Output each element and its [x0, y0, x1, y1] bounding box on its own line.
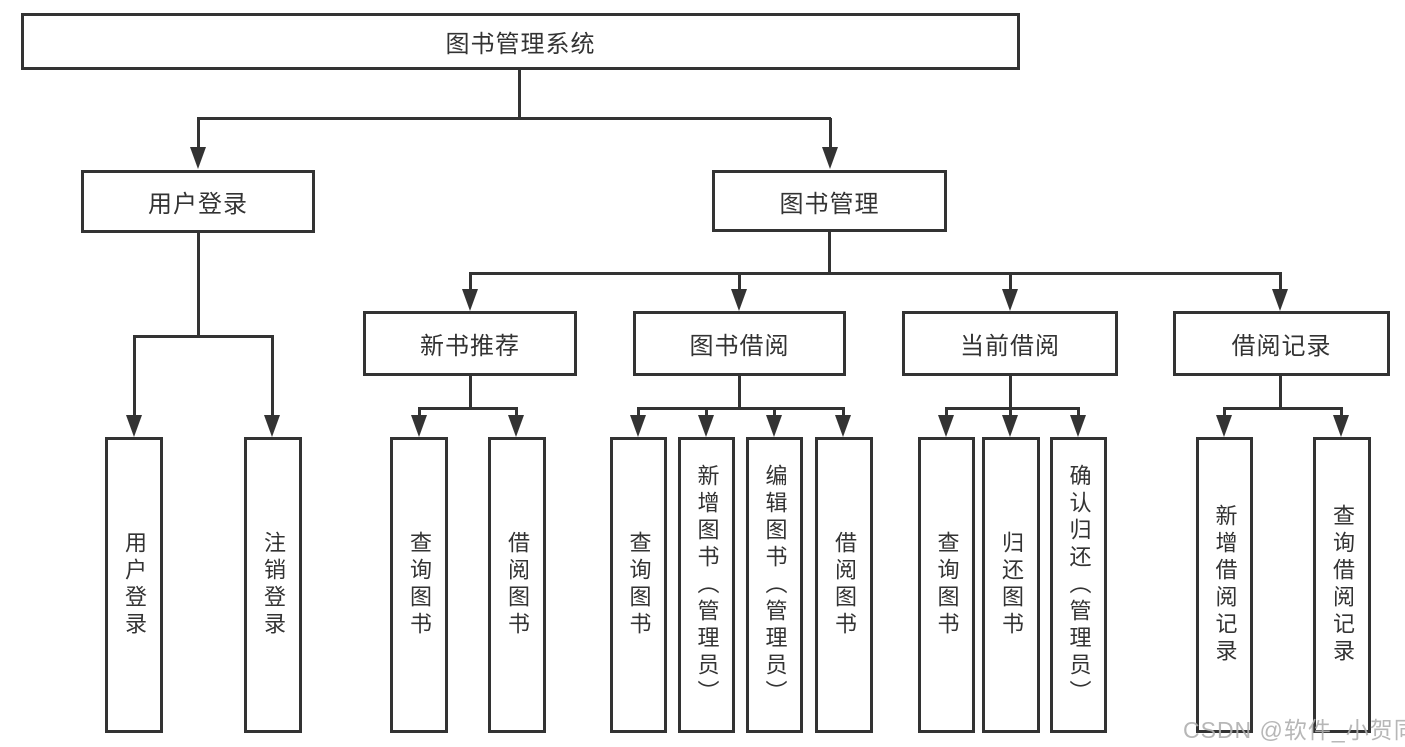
- node-label: 当前借阅: [960, 333, 1060, 360]
- connector-line: [637, 407, 640, 417]
- arrow-down-icon: [835, 415, 851, 437]
- leaf-borrow-books-recommend: 借阅图书: [488, 437, 546, 733]
- arrow-down-icon: [1333, 415, 1349, 437]
- connector-line: [705, 407, 708, 417]
- arrow-down-icon: [126, 415, 142, 437]
- connector-line: [1009, 376, 1012, 409]
- connector-line: [418, 407, 421, 417]
- node-label: 新书推荐: [420, 333, 520, 360]
- node-library-management-system: 图书管理系统: [21, 13, 1020, 70]
- connector-line: [1223, 407, 1342, 410]
- leaf-add-books-admin: 新增图书（管理员）: [678, 437, 735, 733]
- leaf-return-books: 归还图书: [982, 437, 1040, 733]
- connector-line: [197, 117, 831, 120]
- leaf-user-login: 用户登录: [105, 437, 163, 733]
- connector-line: [469, 272, 472, 291]
- node-user-login: 用户登录: [81, 170, 315, 233]
- leaf-query-borrow-record: 查询借阅记录: [1313, 437, 1371, 733]
- node-label: 图书管理: [779, 190, 880, 218]
- connector-line: [271, 335, 274, 417]
- arrow-down-icon: [1070, 415, 1086, 437]
- connector-line: [197, 118, 200, 149]
- leaf-label: 查询图书: [407, 531, 432, 639]
- node-book-management: 图书管理: [712, 170, 947, 232]
- arrow-down-icon: [766, 415, 782, 437]
- leaf-query-books-current: 查询图书: [918, 437, 975, 733]
- arrow-down-icon: [1272, 289, 1288, 311]
- leaf-label: 归还图书: [999, 531, 1024, 639]
- arrow-down-icon: [411, 415, 427, 437]
- connector-line: [945, 407, 1079, 410]
- connector-line: [738, 376, 741, 409]
- leaf-add-borrow-record: 新增借阅记录: [1196, 437, 1253, 733]
- connector-line: [1223, 407, 1226, 417]
- leaf-label: 借阅图书: [505, 531, 530, 639]
- leaf-label: 新增图书（管理员）: [694, 463, 720, 707]
- node-label: 借阅记录: [1231, 333, 1332, 360]
- connector-line: [197, 233, 200, 337]
- connector-line: [828, 232, 831, 274]
- leaf-label: 借阅图书: [832, 531, 857, 639]
- node-current-borrow: 当前借阅: [902, 311, 1118, 376]
- node-label: 图书借阅: [689, 333, 790, 360]
- connector-line: [133, 335, 136, 417]
- connector-line: [829, 118, 832, 149]
- arrow-down-icon: [264, 415, 280, 437]
- connector-line: [1340, 407, 1343, 417]
- leaf-label: 用户登录: [122, 531, 147, 639]
- arrow-down-icon: [698, 415, 714, 437]
- arrow-down-icon: [1002, 415, 1018, 437]
- arrow-down-icon: [508, 415, 524, 437]
- connector-line: [418, 407, 517, 410]
- connector-line: [773, 407, 776, 417]
- arrow-down-icon: [630, 415, 646, 437]
- arrow-down-icon: [938, 415, 954, 437]
- node-book-borrow: 图书借阅: [633, 311, 846, 376]
- connector-line: [1009, 407, 1012, 417]
- connector-line: [945, 407, 948, 417]
- connector-line: [1009, 272, 1012, 291]
- node-borrow-records: 借阅记录: [1173, 311, 1390, 376]
- leaf-label: 查询图书: [934, 531, 960, 639]
- connector-line: [133, 335, 273, 338]
- connector-line: [515, 407, 518, 417]
- node-label: 用户登录: [148, 191, 248, 218]
- leaf-query-books-recommend: 查询图书: [390, 437, 448, 733]
- leaf-label: 查询借阅记录: [1330, 504, 1355, 666]
- connector-line: [469, 272, 1282, 275]
- arrow-down-icon: [1002, 289, 1018, 311]
- arrow-down-icon: [462, 289, 478, 311]
- connector-line: [1077, 407, 1080, 417]
- connector-line: [738, 272, 741, 291]
- connector-line: [842, 407, 845, 417]
- connector-line: [1279, 376, 1282, 409]
- leaf-label: 注销登录: [261, 531, 286, 639]
- leaf-label: 编辑图书（管理员）: [762, 463, 788, 707]
- connector-line: [518, 70, 521, 118]
- leaf-edit-books-admin: 编辑图书（管理员）: [746, 437, 803, 733]
- node-label: 图书管理系统: [445, 31, 596, 58]
- arrow-down-icon: [731, 289, 747, 311]
- leaf-borrow-books-borrow: 借阅图书: [815, 437, 873, 733]
- leaf-query-books-borrow: 查询图书: [610, 437, 667, 733]
- leaf-label: 确认归还（管理员）: [1066, 463, 1092, 707]
- leaf-label: 查询图书: [626, 531, 652, 639]
- csdn-watermark: CSDN @软件_小贺同学: [1183, 717, 1405, 743]
- arrow-down-icon: [1216, 415, 1232, 437]
- leaf-logout: 注销登录: [244, 437, 302, 733]
- connector-line: [469, 376, 472, 409]
- node-new-book-recommend: 新书推荐: [363, 311, 577, 376]
- arrow-down-icon: [822, 147, 838, 169]
- connector-line: [1279, 272, 1282, 291]
- leaf-label: 新增借阅记录: [1212, 504, 1238, 666]
- arrow-down-icon: [190, 147, 206, 169]
- connector-line: [637, 407, 844, 410]
- leaf-confirm-return-admin: 确认归还（管理员）: [1050, 437, 1107, 733]
